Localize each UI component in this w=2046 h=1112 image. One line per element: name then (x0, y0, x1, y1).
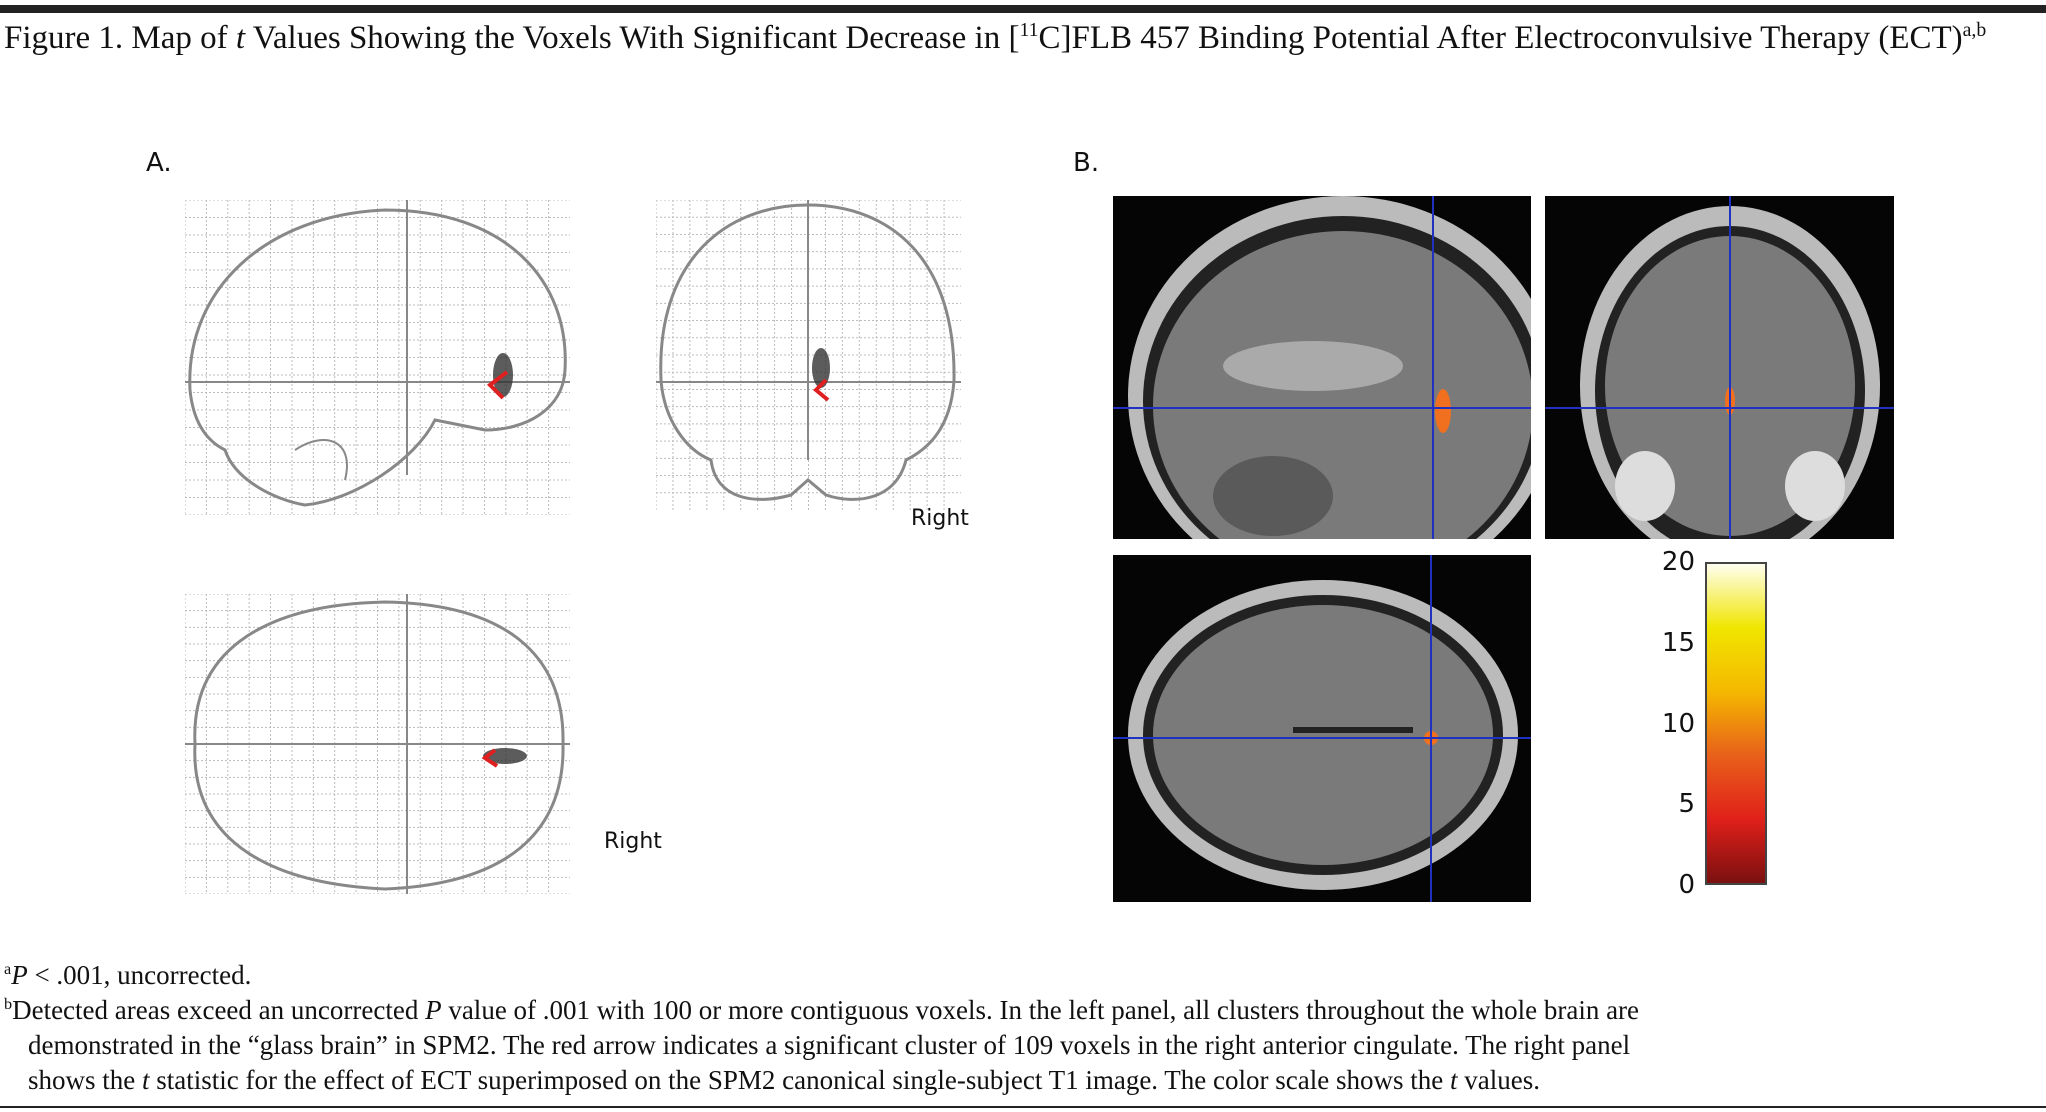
mri-sagittal (1113, 196, 1531, 539)
footnote-a: aP < .001, uncorrected. (4, 960, 252, 990)
footnote-b-line3: shows the t statistic for the effect of … (28, 1065, 1540, 1095)
right-label-coronal: Right (911, 506, 969, 531)
colorbar-tick-label: 10 (1661, 708, 1695, 739)
colorbar-tick-label: 20 (1661, 547, 1695, 577)
bottom-rule (0, 1106, 2046, 1108)
glass-brain-axial (185, 594, 570, 894)
figure-title: Figure 1. Map of t Values Showing the Vo… (4, 19, 1987, 56)
top-rule (0, 5, 2046, 13)
footnote-b-line2: demonstrated in the “glass brain” in SPM… (28, 1030, 1631, 1060)
colorbar-tick-label: 15 (1661, 627, 1695, 658)
footnote-b: bDetected areas exceed an uncorrected P … (4, 995, 1640, 1025)
glass-brain-sagittal (185, 200, 570, 515)
glass-brain-coronal (656, 200, 961, 510)
panel-b-label: B. (1073, 148, 1100, 178)
mri-axial (1113, 555, 1531, 902)
right-label-axial: Right (604, 829, 662, 854)
panel-a-label: A. (146, 148, 172, 178)
colorbar-tick-label: 0 (1678, 870, 1695, 900)
mri-coronal (1545, 196, 1894, 539)
colorbar (1705, 562, 1767, 885)
colorbar-tick-label: 5 (1678, 789, 1695, 820)
footnotes: aP < .001, uncorrected. bDetected areas … (4, 958, 2044, 1098)
